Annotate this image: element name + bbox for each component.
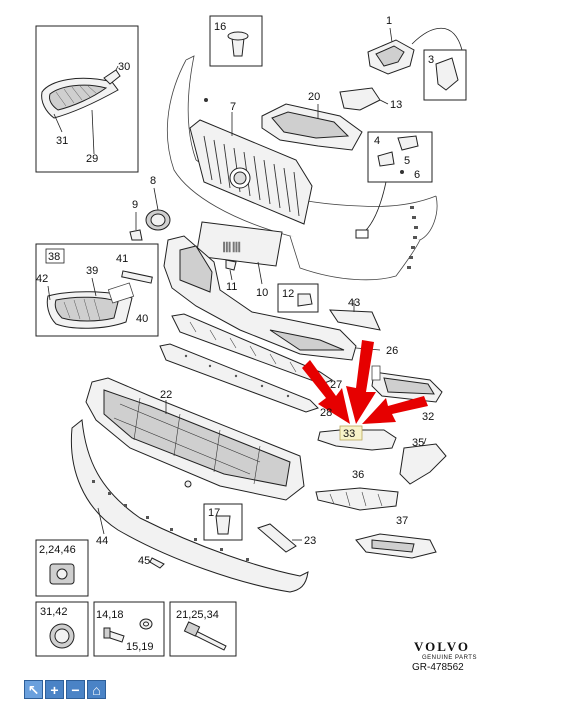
callout-27: 27 xyxy=(330,379,342,391)
callout-16: 16 xyxy=(214,21,226,33)
callout-2-24-46: 2,24,46 xyxy=(39,544,76,556)
callout-10: 10 xyxy=(256,287,268,299)
callout-12: 12 xyxy=(282,288,294,300)
main-grille xyxy=(189,112,313,225)
callout-38: 38 xyxy=(48,251,60,263)
callout-3: 3 xyxy=(428,54,434,66)
box-21-25-34 xyxy=(169,601,237,657)
volvo-logo: VOLVO GENUINE PARTS xyxy=(414,639,477,661)
fog-bracket-33 xyxy=(317,425,397,451)
trim-37 xyxy=(355,533,437,559)
callout-11: 11 xyxy=(226,281,237,293)
callout-13: 13 xyxy=(390,99,402,111)
lower-strip-28 xyxy=(159,343,319,413)
side-grille-32 xyxy=(371,365,443,403)
arrow-right xyxy=(362,396,428,424)
callout-7: 7 xyxy=(230,101,236,113)
callout-4: 4 xyxy=(374,135,380,147)
zoom-out-icon: − xyxy=(71,681,80,698)
zoom-out-button[interactable]: − xyxy=(66,680,85,699)
cover-35 xyxy=(399,437,447,485)
callout-32: 32 xyxy=(422,411,434,423)
callout-26: 26 xyxy=(386,345,398,357)
box-31-42 xyxy=(35,601,89,657)
zoom-in-icon: + xyxy=(50,681,59,698)
callout-14-18: 14,18 xyxy=(96,609,124,621)
cursor-icon: ↖ xyxy=(27,681,40,698)
callout-9: 9 xyxy=(132,199,138,211)
beam-26 xyxy=(163,235,381,361)
skid-plate-22 xyxy=(85,377,305,501)
callout-8: 8 xyxy=(150,175,156,187)
home-icon: ⌂ xyxy=(92,681,101,698)
trim-43 xyxy=(329,300,381,331)
callout-42: 42 xyxy=(36,273,48,285)
inset-fog-grille xyxy=(35,25,139,173)
box-12 xyxy=(277,283,319,313)
arrow-left xyxy=(302,360,350,424)
callout-39: 39 xyxy=(86,265,98,277)
callout-40: 40 xyxy=(136,313,148,325)
arrow-center xyxy=(346,340,376,424)
box-4-5-6 xyxy=(355,131,433,239)
tow-cover xyxy=(129,98,237,281)
box-17 xyxy=(203,503,243,541)
box-14-18-15-19 xyxy=(93,601,165,657)
zoom-in-button[interactable]: + xyxy=(45,680,64,699)
box-2-24-46 xyxy=(35,539,89,597)
trim-36 xyxy=(315,487,399,511)
callout-31-42: 31,42 xyxy=(40,606,68,618)
callout-21-25-34: 21,25,34 xyxy=(176,609,219,621)
callout-22: 22 xyxy=(160,389,172,401)
callout-33: 33 xyxy=(343,428,355,440)
callout-1: 1 xyxy=(386,15,392,27)
trim-23 xyxy=(257,523,302,553)
lower-strip-27 xyxy=(171,313,334,385)
callout-41: 41 xyxy=(116,253,128,265)
callout-33-highlight xyxy=(339,425,363,441)
brand-name: VOLVO xyxy=(414,639,470,654)
svg-text:ⅢⅢ: ⅢⅢ xyxy=(222,239,241,255)
lower-spoiler-44 xyxy=(70,419,309,593)
callout-36: 36 xyxy=(352,469,364,481)
callout-38-box xyxy=(45,248,65,264)
callout-15-19: 15,19 xyxy=(126,641,154,653)
zoom-toolbar: ↖ + − ⌂ xyxy=(24,680,106,699)
home-button[interactable]: ⌂ xyxy=(87,680,106,699)
callout-labels: 1 2,24,46 3 4 5 6 7 8 9 10 11 12 13 16 1… xyxy=(36,15,434,653)
bracket-1 xyxy=(367,27,467,101)
callout-31: 31 xyxy=(56,135,68,147)
brand-tagline: GENUINE PARTS xyxy=(422,655,477,661)
callout-17: 17 xyxy=(208,507,220,519)
callout-35: 35 xyxy=(412,437,424,449)
callout-6: 6 xyxy=(414,169,420,181)
bracket-20 xyxy=(261,87,389,151)
callout-20: 20 xyxy=(308,91,320,103)
license-plate-holder: ⅢⅢ xyxy=(195,221,283,285)
callout-28: 28 xyxy=(320,407,332,419)
callout-45: 45 xyxy=(138,555,150,567)
callout-29: 29 xyxy=(86,153,98,165)
callout-44: 44 xyxy=(96,535,108,547)
callout-37: 37 xyxy=(396,515,408,527)
highlight-arrows xyxy=(302,340,428,424)
screw-45 xyxy=(149,557,165,569)
callout-5: 5 xyxy=(404,155,410,167)
callout-43: 43 xyxy=(348,297,360,309)
callout-23: 23 xyxy=(304,535,316,547)
diagram-reference: GR-478562 xyxy=(412,662,464,673)
callout-30: 30 xyxy=(118,61,130,73)
cursor-button[interactable]: ↖ xyxy=(24,680,43,699)
box-16 xyxy=(209,15,263,67)
